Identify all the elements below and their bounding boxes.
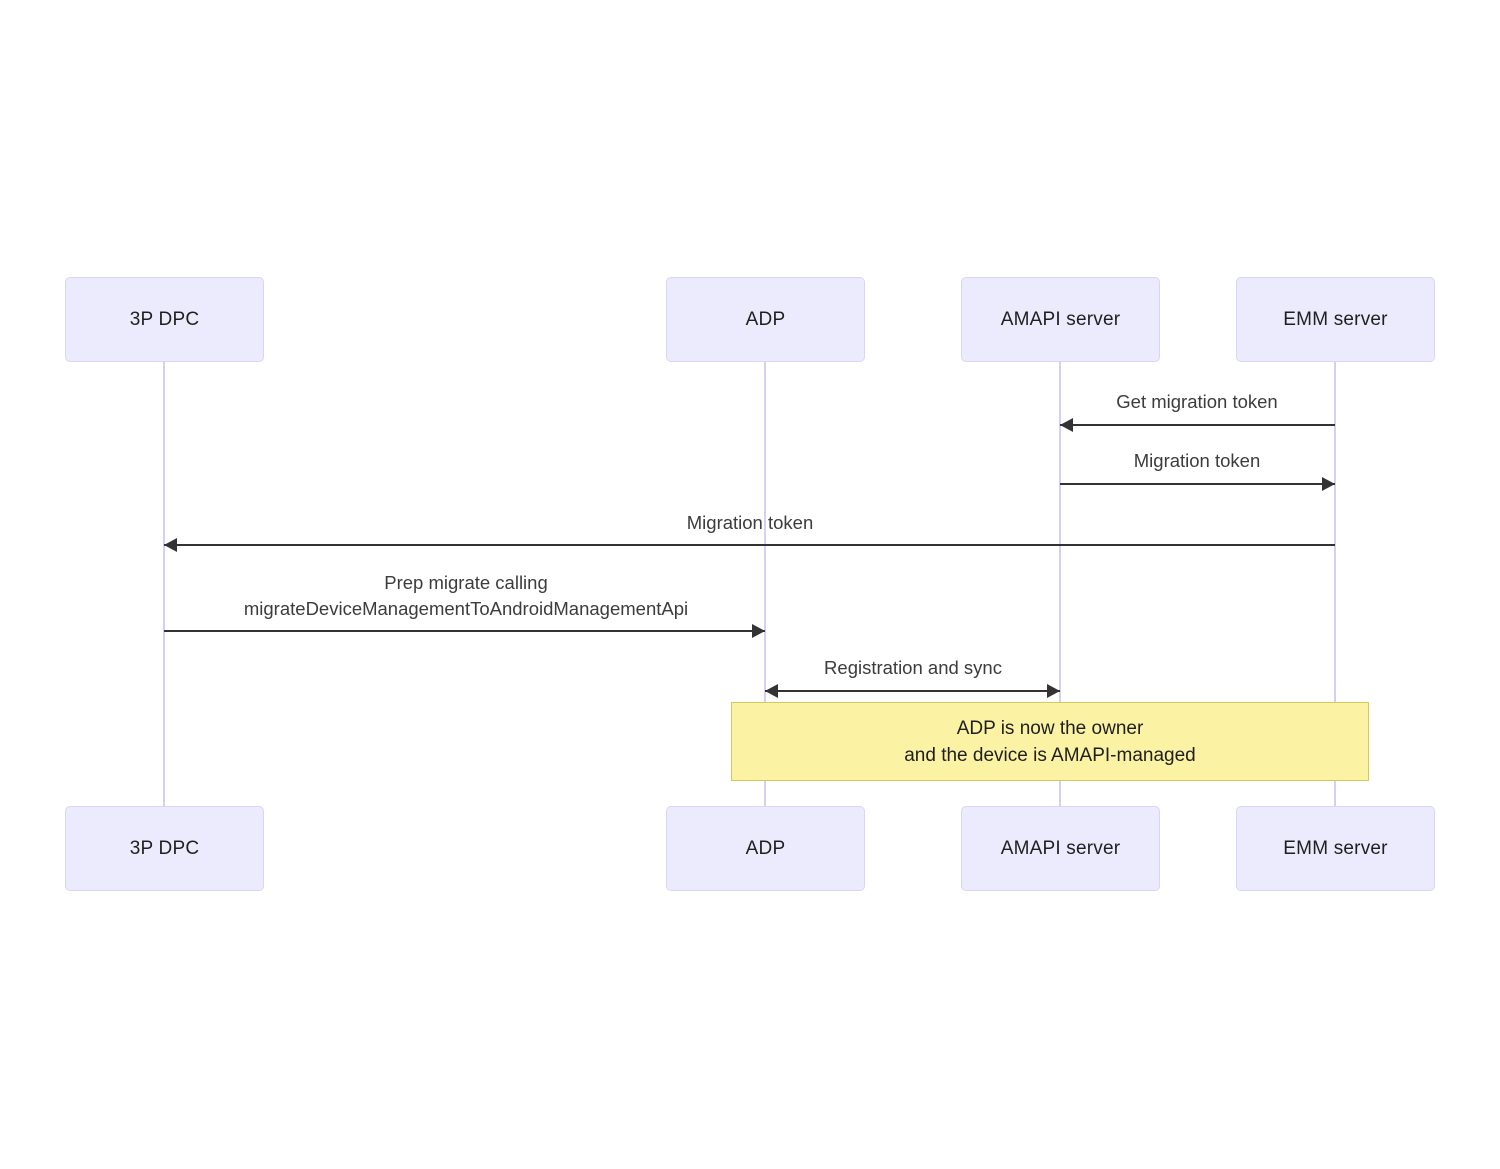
participant-top-amapi-server[interactable]: AMAPI server — [961, 277, 1160, 362]
participant-label: AMAPI server — [1000, 837, 1121, 859]
arrowhead-right-prep-migrate — [752, 624, 765, 638]
arrowhead-right-registration-and-sync — [1047, 684, 1060, 698]
note-adp-owner: ADP is now the owner and the device is A… — [731, 702, 1369, 781]
participant-label: 3P DPC — [129, 837, 200, 859]
participant-top-3p-dpc[interactable]: 3P DPC — [65, 277, 264, 362]
message-line-prep-migrate — [164, 630, 765, 632]
message-line-get-migration-token — [1060, 424, 1335, 426]
message-label-registration-and-sync: Registration and sync — [824, 657, 1002, 678]
lifeline-adp — [764, 362, 766, 806]
participant-label: AMAPI server — [1000, 308, 1121, 330]
participant-top-adp[interactable]: ADP — [666, 277, 865, 362]
lifeline-3p-dpc — [163, 362, 165, 806]
participant-bottom-adp[interactable]: ADP — [666, 806, 865, 891]
participant-bottom-emm-server[interactable]: EMM server — [1236, 806, 1435, 891]
note-text: ADP is now the owner and the device is A… — [904, 717, 1196, 766]
participant-bottom-3p-dpc[interactable]: 3P DPC — [65, 806, 264, 891]
message-label-get-migration-token: Get migration token — [1116, 391, 1278, 412]
message-line-migration-token-to-emm — [1060, 483, 1335, 485]
message-line-migration-token-to-dpc — [164, 544, 1335, 546]
arrowhead-left-get-migration-token — [1060, 418, 1073, 432]
participant-bottom-amapi-server[interactable]: AMAPI server — [961, 806, 1160, 891]
participant-label: ADP — [745, 308, 786, 330]
lifeline-amapi-server — [1059, 362, 1061, 806]
participant-label: EMM server — [1283, 308, 1388, 330]
lifeline-emm-server — [1334, 362, 1336, 806]
arrowhead-right-migration-token-to-emm — [1322, 477, 1335, 491]
message-label-prep-migrate: Prep migrate calling migrateDeviceManage… — [243, 572, 689, 619]
participant-label: ADP — [745, 837, 786, 859]
message-label-migration-token-to-emm: Migration token — [1133, 450, 1261, 471]
participant-label: 3P DPC — [129, 308, 200, 330]
message-line-registration-and-sync — [765, 690, 1060, 692]
participant-label: EMM server — [1283, 837, 1388, 859]
message-label-migration-token-to-dpc: Migration token — [686, 512, 814, 533]
arrowhead-left-migration-token-to-dpc — [164, 538, 177, 552]
arrowhead-left-registration-and-sync — [765, 684, 778, 698]
participant-top-emm-server[interactable]: EMM server — [1236, 277, 1435, 362]
